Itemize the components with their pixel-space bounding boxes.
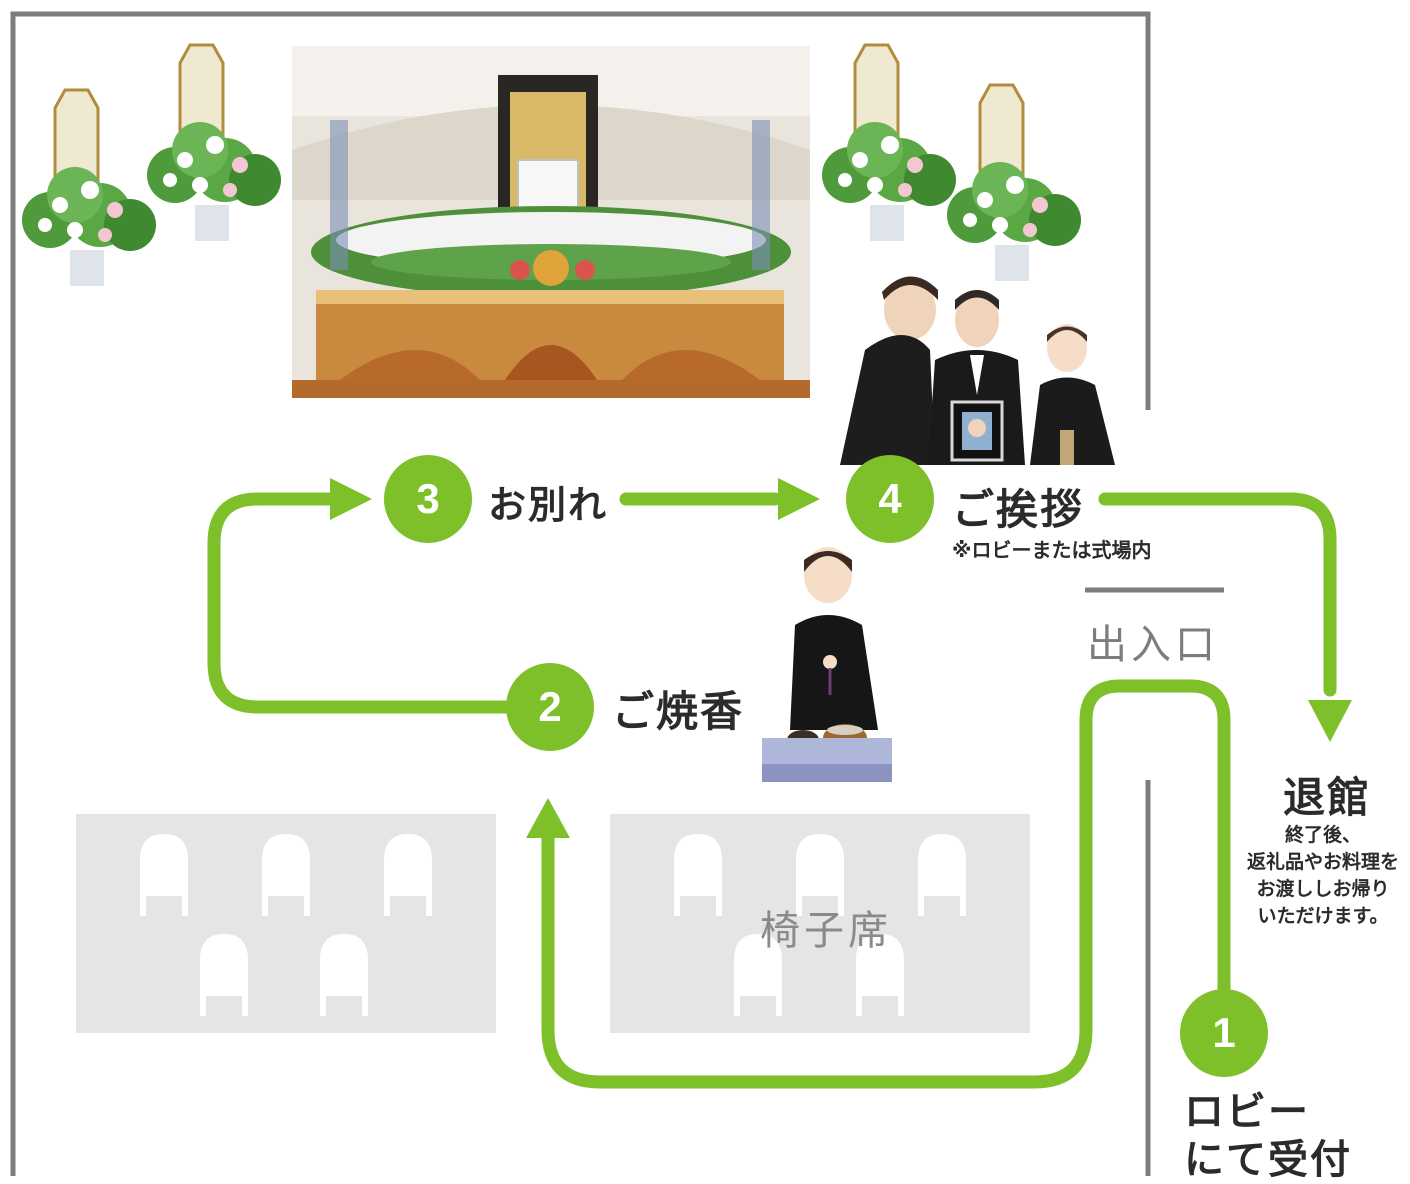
step-2-badge: 2 [506,663,594,751]
step-4-note: ※ロビーまたは式場内 [952,538,1152,562]
step-1-label: ロビー にて受付 [1184,1089,1352,1183]
flow-route [207,492,1337,1089]
step-3-badge: 3 [384,455,472,543]
chair [262,834,310,916]
exit-label: 退館 [1283,773,1372,822]
exit-note: 終了後、 返礼品やお料理を お渡ししお帰り いただけます。 [1246,824,1399,927]
flower-stand [947,83,1081,281]
incense-offering-woman [762,547,892,782]
chair [856,934,904,1016]
chair [384,834,432,916]
step-3-label: お別れ [488,483,609,527]
flower-stand [822,43,956,241]
route-greeting-to-exit [1098,492,1337,697]
chair [734,934,782,1016]
chair [918,834,966,916]
arrowhead-right [778,478,820,520]
hall-walls [10,11,1224,1176]
arrowhead-down [1308,700,1352,742]
seating-label: 椅子席 [760,908,892,954]
step-4-label: ご挨拶 [952,485,1085,534]
flow-arrowheads [330,478,1352,838]
step-1-badge: 1 [1180,989,1268,1077]
flower-stand [147,43,281,241]
route-lobby-to-incense [541,679,1231,1089]
step-2-label: ご焼香 [612,687,745,736]
step-4-badge: 4 [846,455,934,543]
chair [200,934,248,1016]
arrowhead-right [330,478,372,520]
chair [140,834,188,916]
route-incense-to-farewell [207,492,517,714]
arrowhead-up [526,798,570,838]
flower-stand [22,88,156,286]
chair [674,834,722,916]
mourning-family [840,276,1115,465]
entrance-label: 出入口 [1087,622,1219,668]
chair [796,834,844,916]
chair [320,934,368,1016]
funeral-altar-photo [292,46,810,398]
